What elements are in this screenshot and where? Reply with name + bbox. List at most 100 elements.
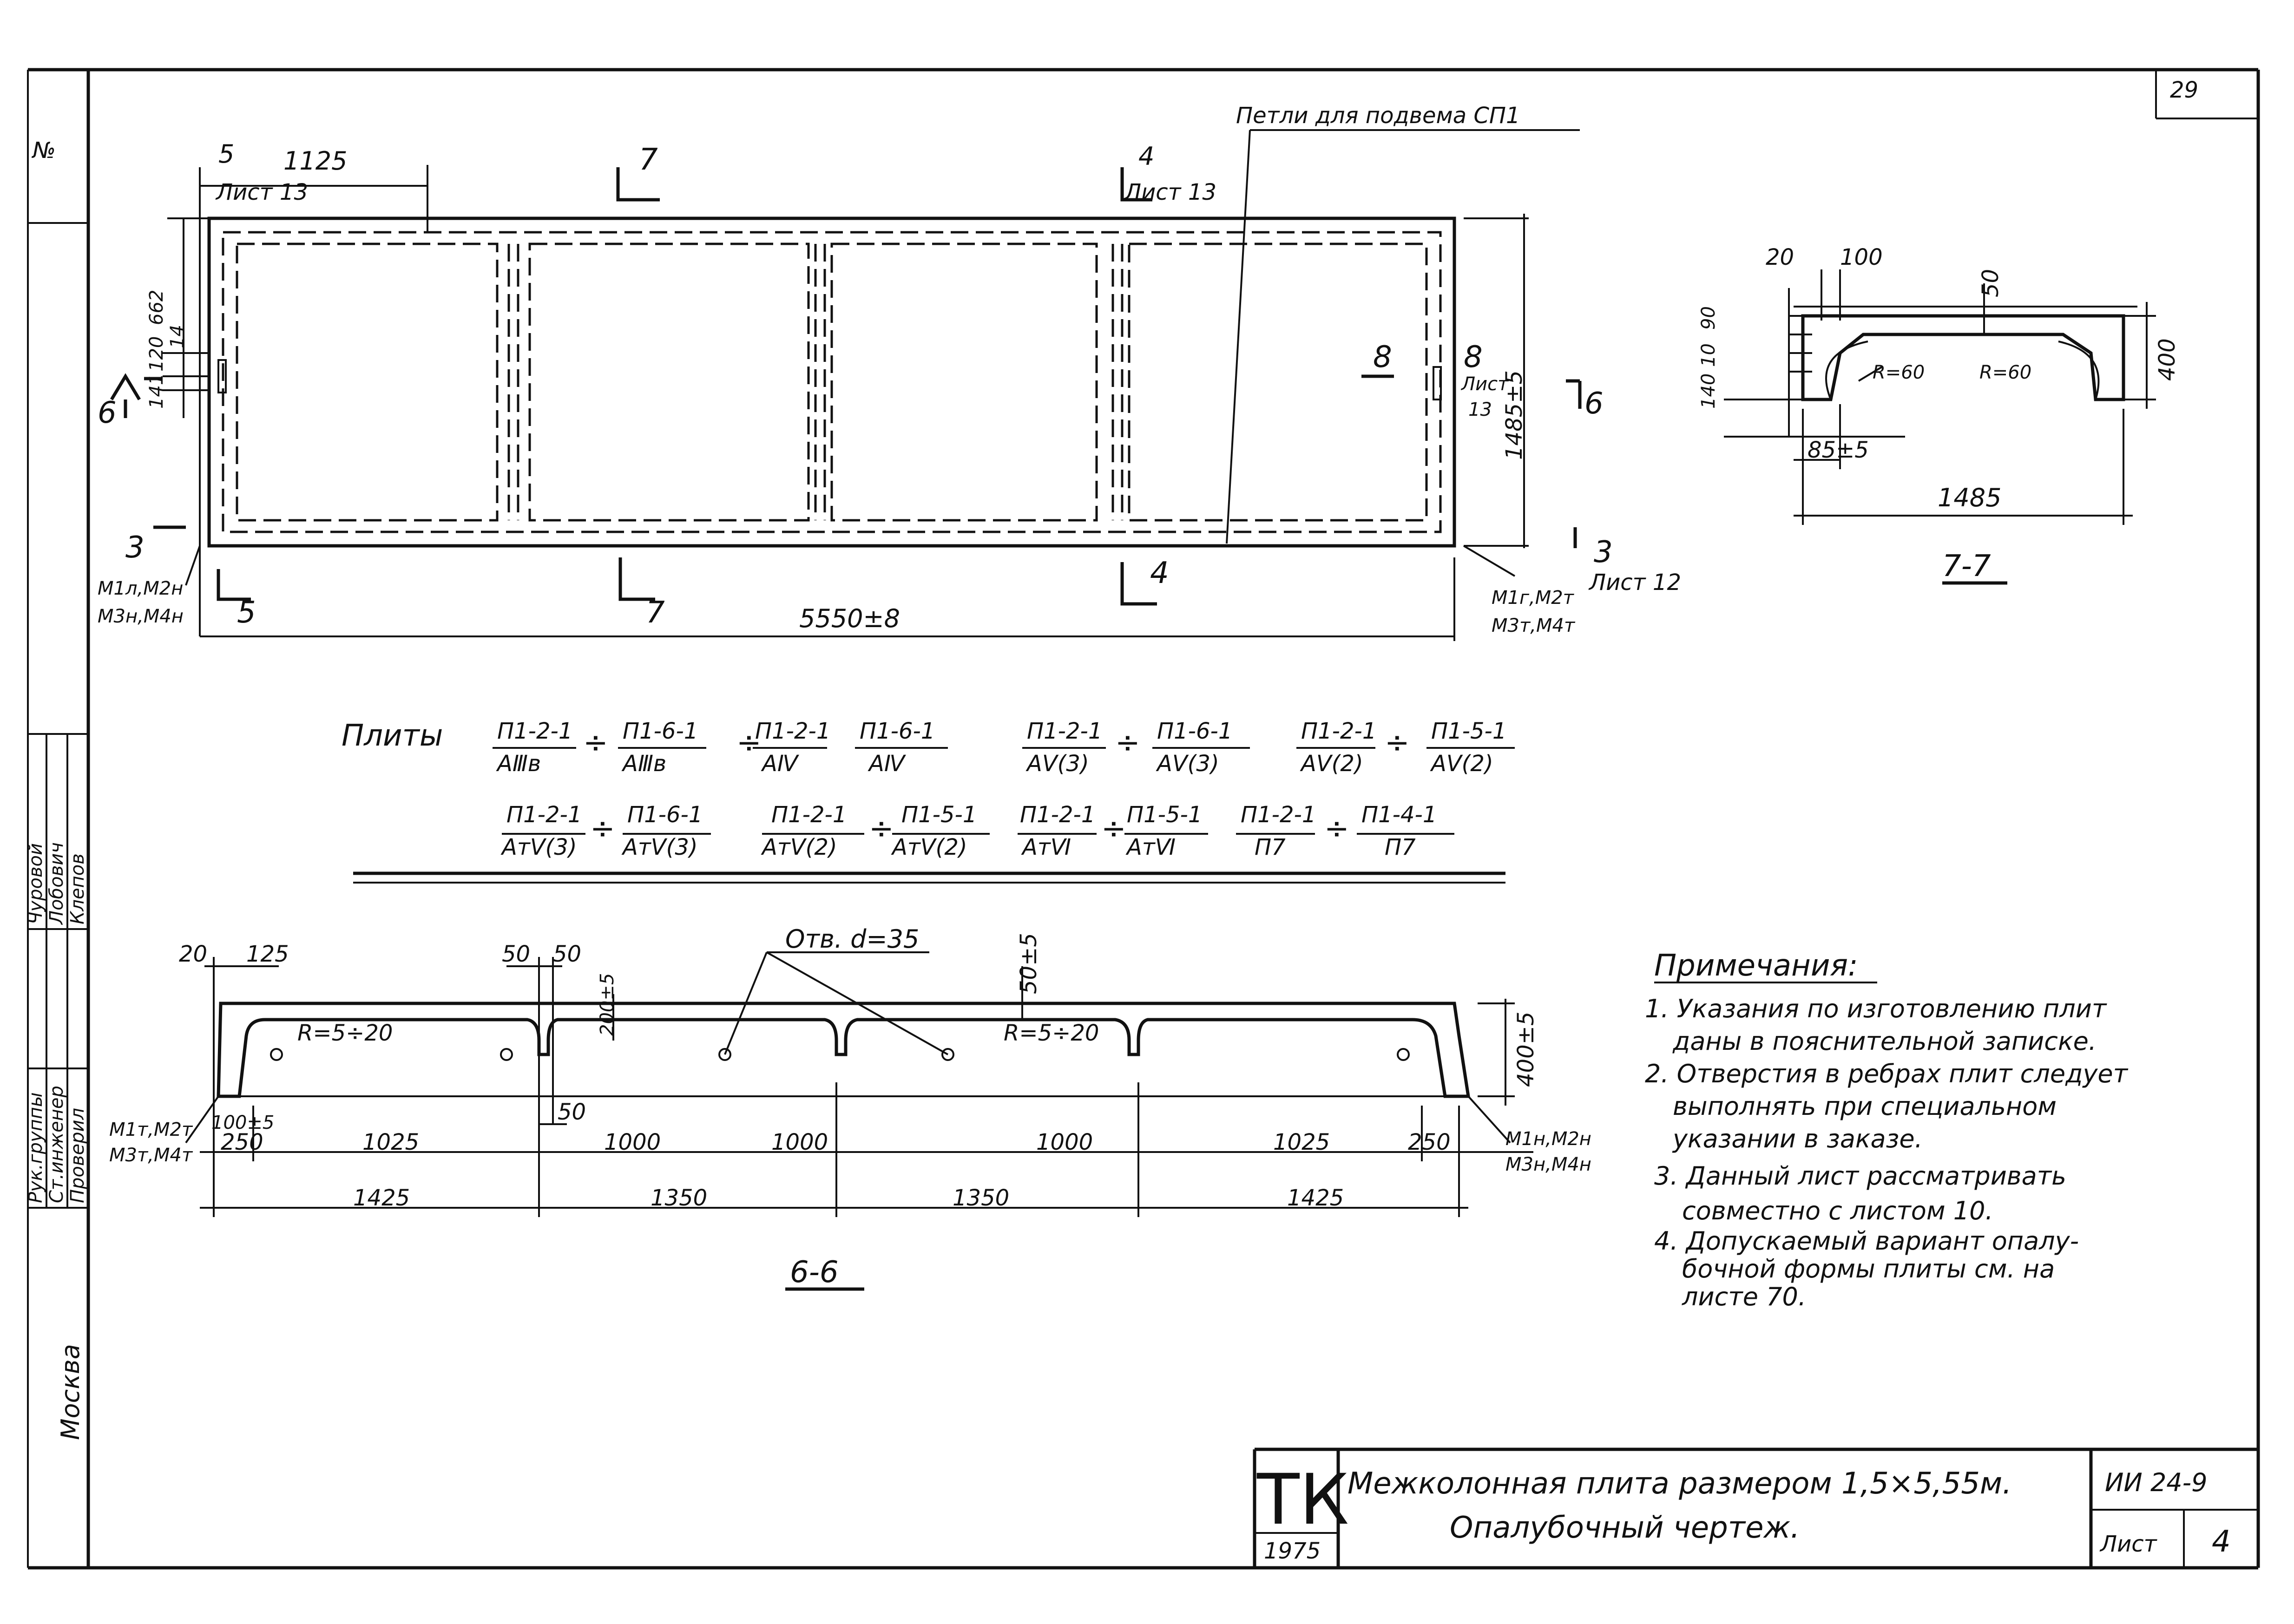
s66-row1-6: 1025 <box>1273 1129 1330 1155</box>
slab-r2-8-bottom: П7 <box>1385 834 1416 860</box>
section-3-left: 3 <box>125 530 145 565</box>
section-8-sheet-b: 13 <box>1468 399 1492 420</box>
sep-4: ÷ <box>1385 726 1410 760</box>
s66-row2-2: 1350 <box>651 1185 707 1211</box>
slab-r1-6-bottom: АⅤ(3) <box>1156 751 1219 777</box>
slab-r2-4-bottom: АтⅤ(2) <box>891 834 967 860</box>
dim-14: 14 <box>167 325 188 348</box>
s77-d50: 50 <box>1978 269 2004 297</box>
section-8-mark: 8 <box>1373 340 1392 374</box>
slab-r2-5-bottom: АтⅥ <box>1021 834 1071 860</box>
note-line-8: 4. Допускаемый вариант опалу- <box>1654 1226 2079 1256</box>
sep-2: ÷ <box>736 726 762 760</box>
section-8-side: 8 <box>1464 340 1483 374</box>
slab-r2-3-bottom: АтⅤ(2) <box>761 834 837 860</box>
title-line-1: Межколонная плита размером 1,5×5,55м. <box>1347 1467 2012 1501</box>
s66-r-right: R=5÷20 <box>1004 1020 1099 1046</box>
stamp-role-3: Проверил <box>67 1108 88 1203</box>
stamp-name-1: Чуровой <box>25 843 46 924</box>
dim-1125: 1125 <box>283 146 347 176</box>
notes-title: Примечания: <box>1654 949 1858 983</box>
slab-r1-6-top: П1-6-1 <box>1157 718 1232 744</box>
slab-r1-1-bottom: АⅢв <box>496 751 541 777</box>
slab-r1-2-bottom: АⅢв <box>621 751 666 777</box>
dim-141: 141 <box>146 373 167 409</box>
note-line-6: 3. Данный лист рассматривать <box>1654 1161 2066 1191</box>
section-4-top: 4 <box>1138 142 1154 171</box>
title-line-2: Опалубочный чертеж. <box>1450 1511 1800 1545</box>
s66-row1-5: 1000 <box>1036 1129 1093 1155</box>
slab-r2-8-top: П1-4-1 <box>1361 802 1437 828</box>
section-3-sheet: Лист 12 <box>1588 570 1681 596</box>
s77-d20: 20 <box>1766 244 1794 270</box>
slab-r1-5-bottom: АⅤ(3) <box>1025 751 1089 777</box>
s66-d50a: 50 <box>502 941 530 967</box>
slab-r2-6-bottom: АтⅥ <box>1125 834 1176 860</box>
sheet-frame <box>27 68 2260 1570</box>
title-year: 1975 <box>1264 1538 1321 1564</box>
dim-5550: 5550±8 <box>799 604 900 633</box>
s66-row1-4: 1000 <box>771 1129 828 1155</box>
s66-d100: 100±5 <box>211 1112 274 1133</box>
s66-row2-4: 1425 <box>1287 1185 1344 1211</box>
stamp-name-2: Лобович <box>46 842 67 925</box>
slab-r2-2-top: П1-6-1 <box>627 802 703 828</box>
s66-marks-right-b: М3н,М4н <box>1505 1154 1591 1175</box>
slab-r1-7-bottom: АⅤ(2) <box>1300 751 1363 777</box>
s66-d20: 20 <box>179 941 207 967</box>
s66-d50b: 50 <box>553 941 581 967</box>
section-7-7 <box>1724 269 2156 585</box>
slab-r2-4-top: П1-5-1 <box>901 802 977 828</box>
section-3-right: 3 <box>1594 535 1613 570</box>
section-5-bottom: 5 <box>237 596 256 630</box>
sep-1: ÷ <box>583 726 608 760</box>
marks-right-a: М1г,М2т <box>1492 587 1575 609</box>
slabs-label: Плиты <box>342 719 443 753</box>
sep-6: ÷ <box>869 812 894 846</box>
section-5-sheet: Лист 13 <box>215 179 308 205</box>
s77-d10: 10 <box>1698 343 1719 367</box>
s66-r-left: R=5÷20 <box>297 1020 393 1046</box>
note-line-7: совместно с листом 10. <box>1682 1196 1993 1225</box>
s66-marks-left-b: М3т,М4т <box>109 1145 193 1166</box>
slab-r2-2-bottom: АтⅤ(3) <box>621 834 698 860</box>
section-7-top: 7 <box>639 143 658 177</box>
plan-view <box>110 129 1582 641</box>
s77-title: 7-7 <box>1942 549 1991 583</box>
slab-r1-1-top: П1-2-1 <box>497 718 572 744</box>
slab-r1-7-top: П1-2-1 <box>1301 718 1376 744</box>
dim-662: 662 <box>146 290 167 325</box>
section-6-right: 6 <box>1584 386 1604 421</box>
s77-d90: 90 <box>1698 306 1719 330</box>
s77-d1485: 1485 <box>1938 483 2001 512</box>
s77-r2: R=60 <box>1979 362 2031 383</box>
s66-marks-left-a: М1т,М2т <box>109 1119 193 1140</box>
side-stamp <box>28 733 88 1209</box>
slab-r1-8-bottom: АⅤ(2) <box>1430 751 1493 777</box>
slab-r2-6-top: П1-5-1 <box>1127 802 1202 828</box>
s77-d140: 140 <box>1698 373 1719 409</box>
section-4-sheet: Лист 13 <box>1124 179 1216 205</box>
section-7-bottom: 7 <box>646 596 665 630</box>
s77-d400: 400 <box>2154 338 2180 381</box>
s66-row1-1: 250 <box>221 1129 263 1155</box>
s66-row1-7: 250 <box>1408 1129 1451 1155</box>
note-line-3: 2. Отверстия в ребрах плит следует <box>1645 1059 2129 1088</box>
slab-r1-3-top: П1-2-1 <box>755 718 830 744</box>
s66-marks-right-a: М1н,М2н <box>1505 1128 1591 1150</box>
slab-r1-4-top: П1-6-1 <box>860 718 935 744</box>
stamp-city: Москва <box>56 1344 85 1440</box>
sep-3: ÷ <box>1115 726 1140 760</box>
sep-7: ÷ <box>1101 812 1126 846</box>
doc-code: ИИ 24-9 <box>2105 1468 2208 1497</box>
note-line-10: листе 70. <box>1682 1282 1806 1311</box>
marks-left-a: М1л,М2н <box>98 578 183 599</box>
stamp-role-2: Ст.инженер <box>46 1086 67 1203</box>
slab-r2-5-top: П1-2-1 <box>1020 802 1095 828</box>
note-line-1: 1. Указания по изготовлению плит <box>1645 994 2107 1023</box>
s66-hole-label: Отв. d=35 <box>785 924 919 954</box>
s66-d200: 200±5 <box>597 973 618 1036</box>
note-line-4: выполнять при специальном <box>1673 1092 2057 1121</box>
slab-r1-2-top: П1-6-1 <box>623 718 698 744</box>
